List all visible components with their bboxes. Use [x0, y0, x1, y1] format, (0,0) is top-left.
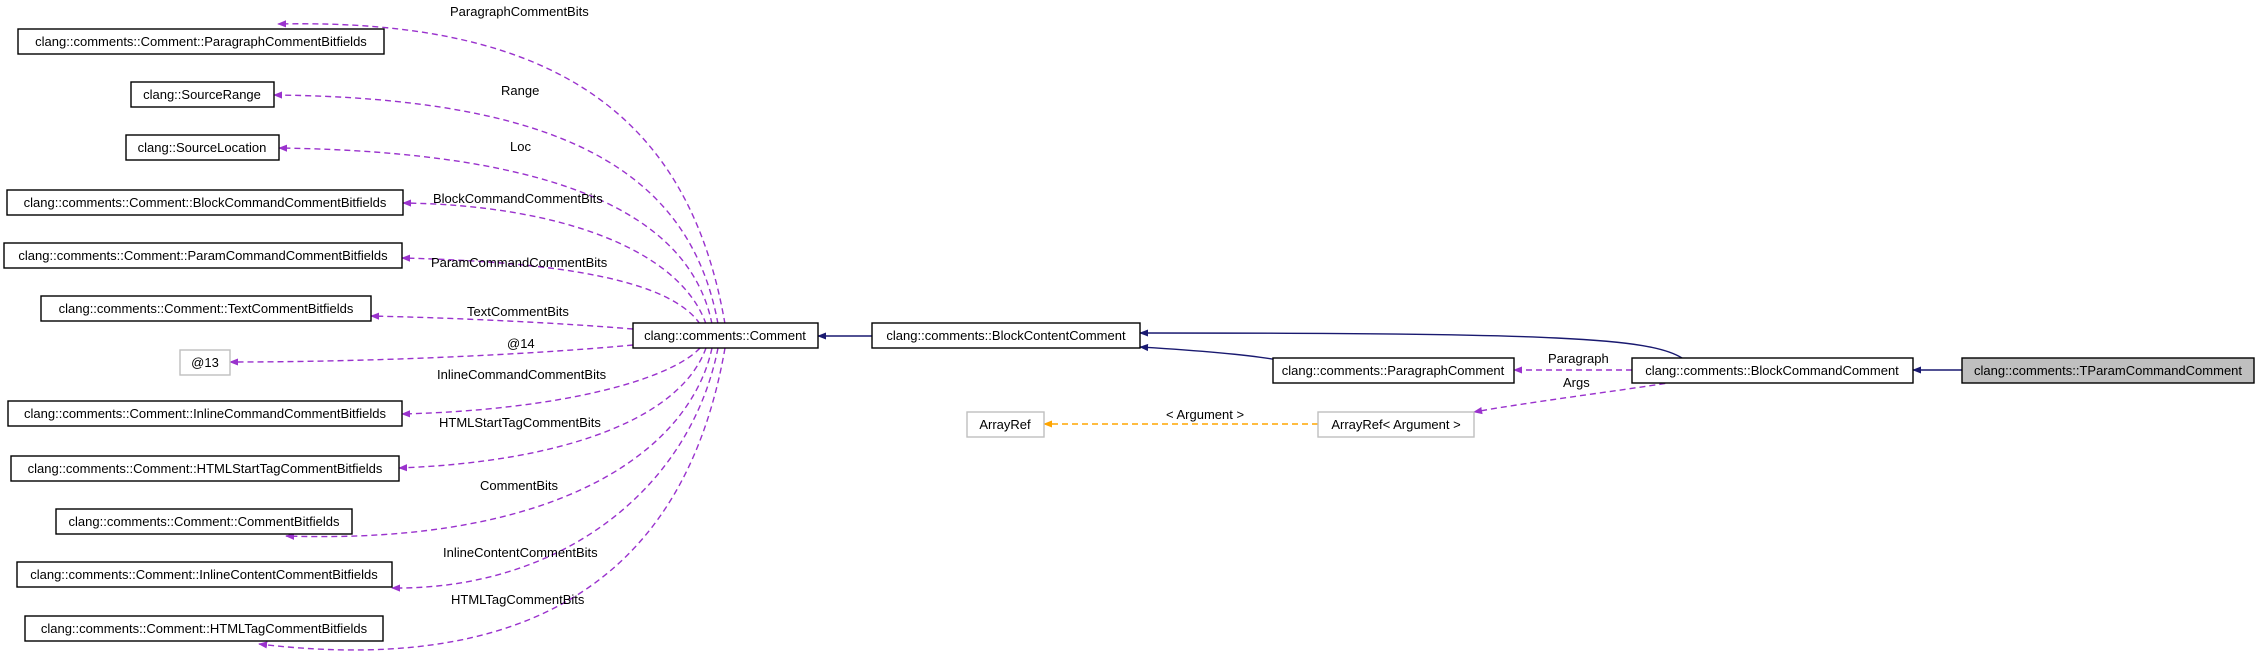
edge-label-anon14: @14 — [507, 336, 535, 351]
edge-label-paragraph: Paragraph — [1548, 351, 1609, 366]
edge-blockcmd-bits — [402, 199, 707, 325]
node-label: clang::comments::Comment::HTMLTagComment… — [41, 621, 368, 636]
node-comment-bitfields[interactable]: clang::comments::Comment::CommentBitfiel… — [55, 508, 353, 535]
edge-label-comment-bits: CommentBits — [480, 478, 559, 493]
edge-label-args: Args — [1563, 375, 1590, 390]
node-label: clang::comments::Comment::BlockCommandCo… — [24, 195, 387, 210]
node-tparam-command-comment[interactable]: clang::comments::TParamCommandComment — [1961, 357, 2255, 384]
node-label: @13 — [191, 355, 219, 370]
node-label: clang::SourceRange — [143, 87, 261, 102]
edge-label-htmlstarttag-bits: HTMLStartTagCommentBits — [439, 415, 601, 430]
edge-label-blockcmd-bits: BlockCommandCommentBits — [433, 191, 603, 206]
edge-text-bits — [370, 312, 634, 330]
node-label: clang::comments::Comment::CommentBitfiel… — [69, 514, 340, 529]
edge-anon14 — [229, 344, 634, 366]
node-paragraph-comment-bitfields[interactable]: clang::comments::Comment::ParagraphComme… — [17, 28, 385, 55]
node-label: clang::comments::Comment::InlineContentC… — [30, 567, 378, 582]
edge-comment-bits — [285, 347, 713, 540]
node-block-command-comment[interactable]: clang::comments::BlockCommandComment — [1631, 357, 1914, 384]
node-block-command-comment-bitfields[interactable]: clang::comments::Comment::BlockCommandCo… — [6, 189, 404, 216]
node-label: ArrayRef — [979, 417, 1031, 432]
edge-label-inlinecmd-bits: InlineCommandCommentBits — [437, 367, 607, 382]
edge-paragraph-bits — [277, 20, 726, 325]
node-label: clang::comments::BlockCommandComment — [1645, 363, 1899, 378]
node-source-location[interactable]: clang::SourceLocation — [125, 134, 280, 161]
node-arrayref[interactable]: ArrayRef — [966, 411, 1045, 438]
edge-paramcmd-bits — [401, 254, 701, 325]
edge-label-range: Range — [501, 83, 539, 98]
node-block-content-comment[interactable]: clang::comments::BlockContentComment — [871, 322, 1141, 349]
edge-loc — [278, 144, 713, 325]
node-inline-command-comment-bitfields[interactable]: clang::comments::Comment::InlineCommandC… — [7, 400, 403, 427]
edge-label-paramcmd-bits: ParamCommandCommentBits — [431, 255, 608, 270]
edge-inlinecmd-bits — [401, 347, 701, 418]
node-html-start-tag-comment-bitfields[interactable]: clang::comments::Comment::HTMLStartTagCo… — [10, 455, 400, 482]
edge-label-loc: Loc — [510, 139, 531, 154]
node-paragraph-comment[interactable]: clang::comments::ParagraphComment — [1272, 357, 1515, 384]
edge-label-inlinecontent-bits: InlineContentCommentBits — [443, 545, 598, 560]
edge-label-argument: < Argument > — [1166, 407, 1244, 422]
node-label: clang::comments::Comment::HTMLStartTagCo… — [28, 461, 383, 476]
edge-inlinecontent-bits — [391, 347, 719, 592]
edge-label-paragraph-bits: ParagraphCommentBits — [450, 4, 589, 19]
edge-blockcommand-inherits-blockcontent — [1139, 329, 1683, 359]
edge-htmlstarttag-bits — [398, 347, 707, 472]
node-label: clang::comments::ParagraphComment — [1282, 363, 1505, 378]
node-label: clang::comments::Comment::ParagraphComme… — [35, 34, 367, 49]
node-text-comment-bitfields[interactable]: clang::comments::Comment::TextCommentBit… — [40, 295, 372, 322]
node-label: clang::comments::BlockContentComment — [886, 328, 1126, 343]
node-label: clang::comments::Comment::InlineCommandC… — [24, 406, 386, 421]
node-param-command-comment-bitfields[interactable]: clang::comments::Comment::ParamCommandCo… — [3, 242, 403, 269]
node-html-tag-comment-bitfields[interactable]: clang::comments::Comment::HTMLTagComment… — [24, 615, 384, 642]
node-label: clang::comments::TParamCommandComment — [1974, 363, 2242, 378]
edge-paragraph-inherits-blockcontent — [1139, 343, 1279, 361]
edge-label-text-bits: TextCommentBits — [467, 304, 569, 319]
edge-range — [273, 91, 719, 325]
node-label: clang::comments::Comment::ParamCommandCo… — [18, 248, 388, 263]
node-comment[interactable]: clang::comments::Comment — [632, 322, 819, 349]
node-source-range[interactable]: clang::SourceRange — [130, 81, 275, 108]
edge-labels: Paragraph Args < Argument > ParagraphCom… — [431, 4, 1609, 607]
node-label: ArrayRef< Argument > — [1331, 417, 1460, 432]
node-anon13[interactable]: @13 — [179, 349, 231, 376]
edge-htmltag-bits — [258, 347, 726, 651]
node-label: clang::SourceLocation — [138, 140, 267, 155]
node-inline-content-comment-bitfields[interactable]: clang::comments::Comment::InlineContentC… — [16, 561, 393, 588]
node-label: clang::comments::Comment — [644, 328, 806, 343]
node-arrayref-argument[interactable]: ArrayRef< Argument > — [1317, 411, 1475, 438]
edge-args-member — [1473, 381, 1676, 415]
edges — [229, 20, 1962, 651]
nodes: clang::comments::TParamCommandComment cl… — [3, 28, 2255, 642]
node-label: clang::comments::Comment::TextCommentBit… — [59, 301, 354, 316]
edge-label-htmltag-bits: HTMLTagCommentBits — [451, 592, 585, 607]
